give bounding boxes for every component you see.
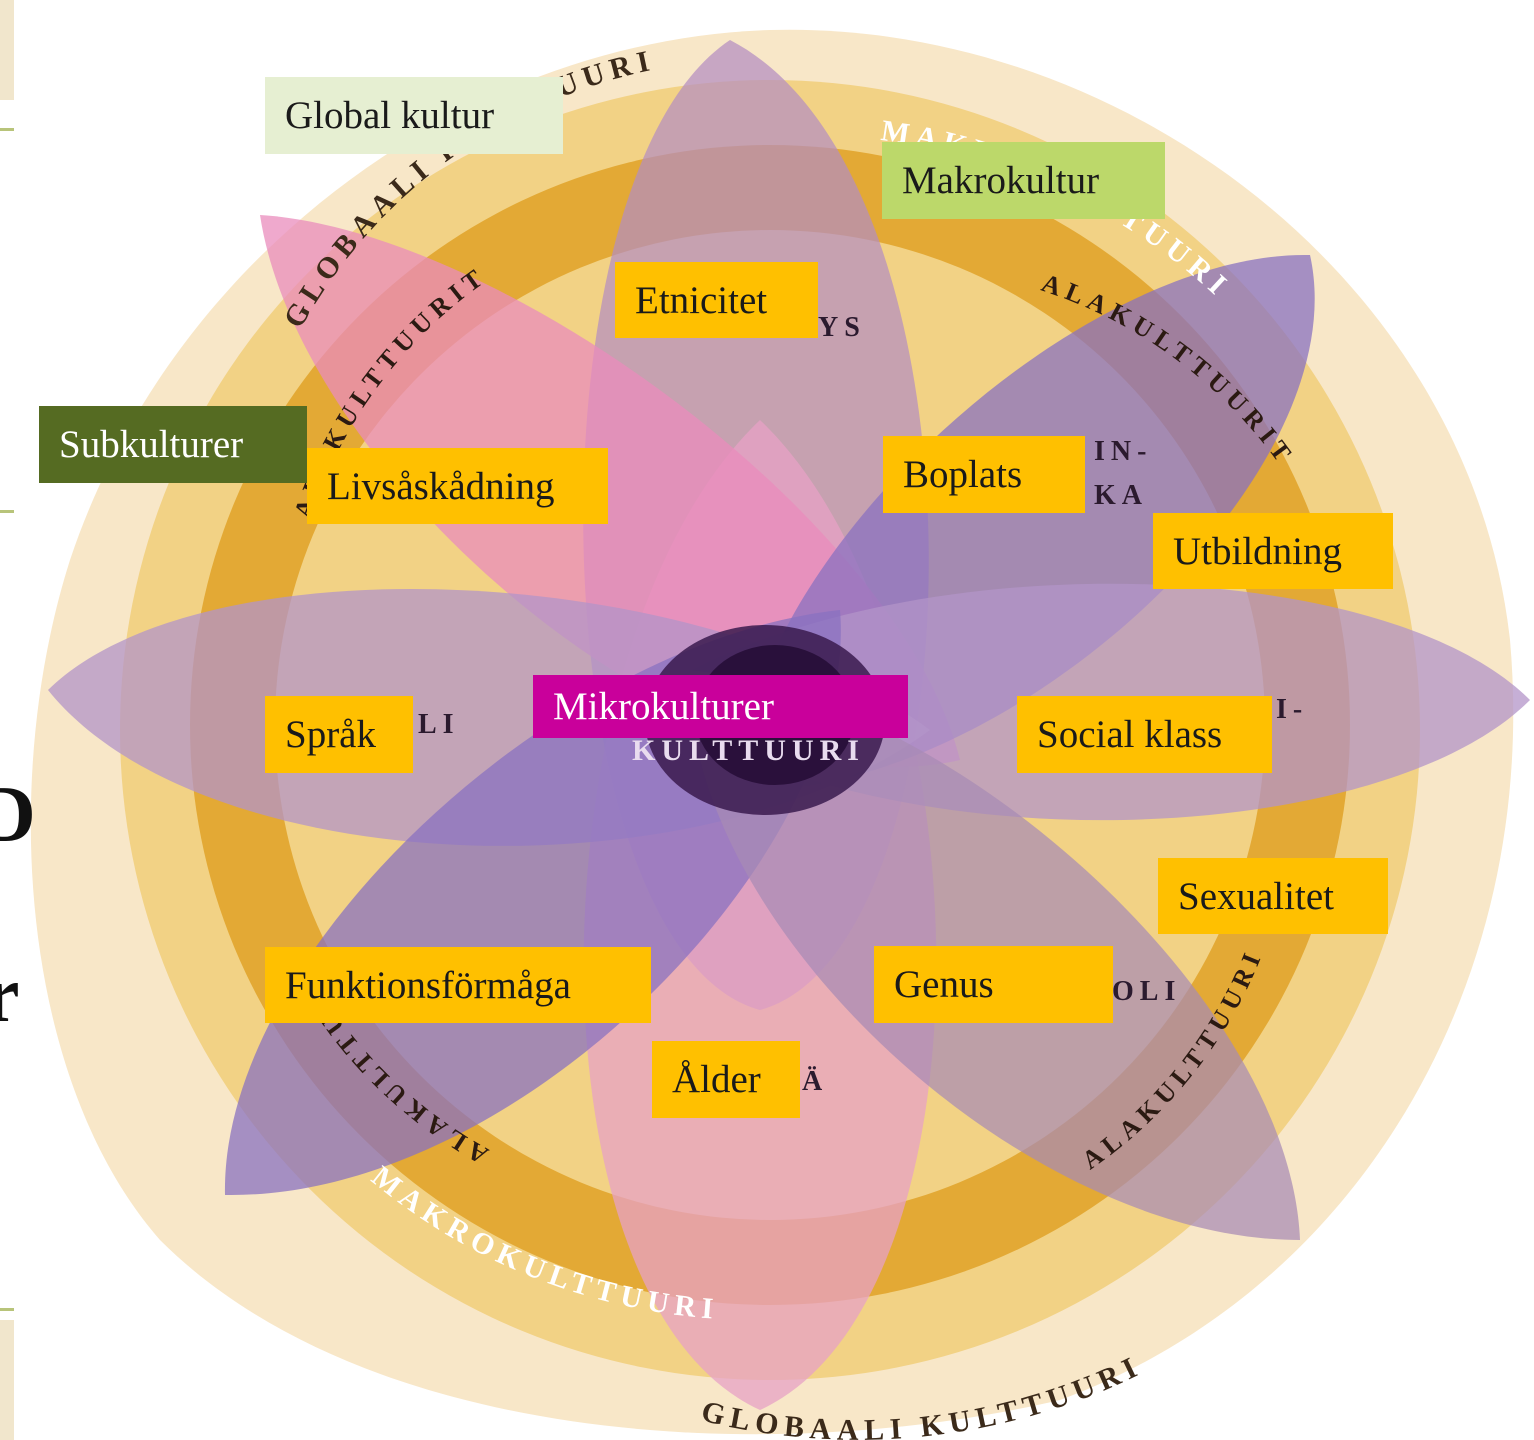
slide-side-rule — [0, 510, 14, 513]
label-global-culture: Global kultur — [265, 77, 563, 154]
slide-side-strip-top — [0, 0, 14, 100]
petal-fragment-gender: OLI — [1112, 976, 1181, 1007]
label-ethnicity: Etnicitet — [615, 262, 818, 338]
petal-fragment-residence-2: KA — [1094, 480, 1148, 511]
label-micro-cultures: Mikrokulturer — [533, 675, 908, 738]
slide-side-strip-bottom — [0, 1320, 14, 1440]
label-language: Språk — [265, 696, 413, 773]
petals — [48, 40, 1530, 1410]
slide-edge-glyph: D — [0, 771, 36, 859]
label-residence: Boplats — [883, 436, 1085, 513]
label-education: Utbildning — [1153, 513, 1393, 589]
label-age: Ålder — [652, 1041, 800, 1118]
center-label-culture: KULTTUURI — [632, 734, 865, 767]
petal-fragment-age: Ä — [802, 1066, 828, 1097]
petal-fragment-social-class: I- — [1276, 694, 1308, 725]
label-gender: Genus — [874, 946, 1113, 1023]
label-worldview: Livsåskådning — [307, 448, 608, 524]
petal-fragment-language: LI — [418, 709, 460, 740]
slide-side-rule — [0, 1308, 14, 1311]
label-sexuality: Sexualitet — [1158, 858, 1388, 934]
label-social-class: Social klass — [1017, 696, 1272, 773]
petal-fragment-ethnicity: YS — [818, 312, 866, 343]
slide-edge-glyph: r — [0, 951, 20, 1039]
label-ability: Funktionsförmåga — [265, 947, 651, 1023]
slide-side-rule — [0, 128, 14, 131]
petal-fragment-residence-1: IN- — [1094, 436, 1152, 467]
label-subcultures: Subkulturer — [39, 406, 307, 483]
label-macro-culture: Makrokultur — [882, 142, 1165, 219]
